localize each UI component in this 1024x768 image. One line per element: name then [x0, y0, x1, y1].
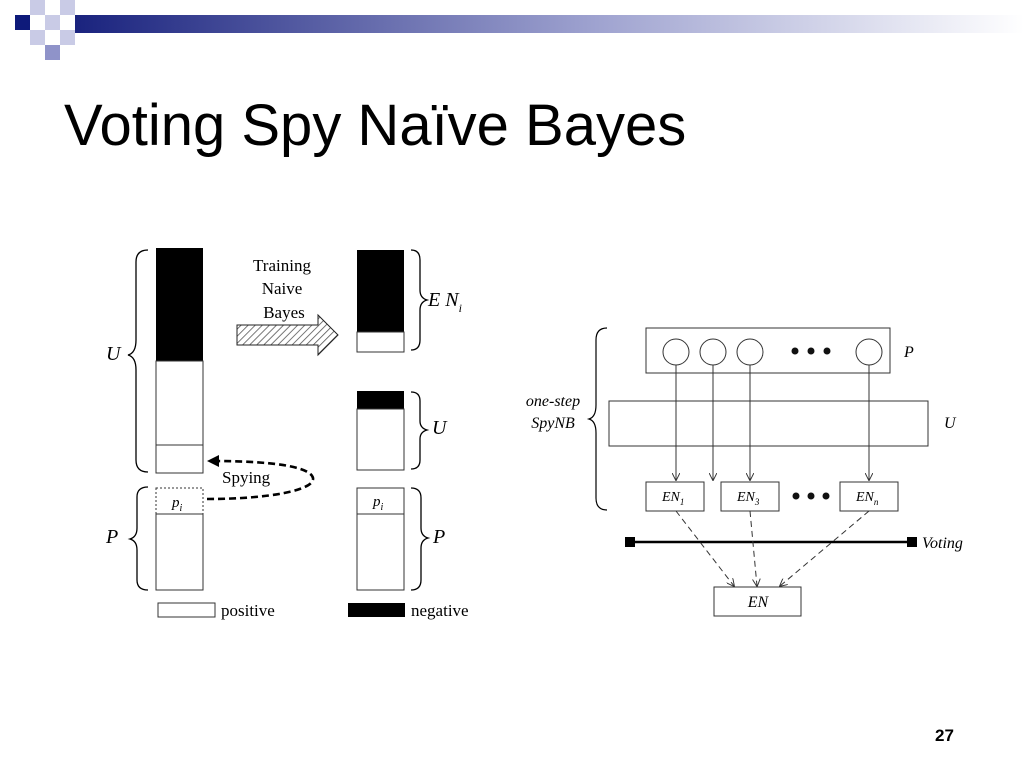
spying-arrowhead [207, 455, 219, 467]
right-diagram: P U one-step SpyNB EN1 EN3 ENn Voting [526, 327, 963, 617]
en-label: E Ni [427, 289, 462, 315]
voting-label: Voting [922, 535, 963, 552]
final-en-box [713, 586, 802, 617]
corner-square-7 [60, 30, 75, 45]
p-sample-circle-3 [736, 338, 764, 366]
left-diagram: U P pi Training Naive Bayes Spying E Ni … [105, 248, 469, 620]
training-arrow [236, 313, 339, 357]
u-spy-slot [155, 444, 204, 474]
u-label-left: U [106, 343, 122, 365]
onestep-label: one-step [526, 393, 580, 410]
enn-label: ENn [855, 490, 879, 507]
p-sample-circle-1 [662, 338, 690, 366]
u-negative-block [156, 248, 203, 361]
corner-decoration [15, 0, 75, 60]
pi-label-left: pi [171, 495, 183, 514]
slide-title: Voting Spy Naïve Bayes [64, 93, 687, 158]
ellipsis-dot-1 [791, 347, 799, 355]
title-gradient-bar [75, 15, 1024, 33]
u-label-right: U [432, 417, 448, 439]
en-brace [410, 249, 430, 351]
corner-square-4 [60, 0, 75, 15]
legend-negative-swatch [348, 603, 405, 617]
voting-bar-end-right [907, 537, 917, 547]
voting-bar-end-left [625, 537, 635, 547]
corner-square-3 [45, 15, 60, 30]
en1-box [645, 481, 705, 512]
dashed-arrow-en3 [749, 510, 757, 586]
u-brace-right [410, 391, 430, 470]
en1-label: EN1 [661, 490, 684, 507]
legend-positive-label: positive [221, 601, 275, 620]
u-set-label: U [944, 415, 957, 432]
en-negative-block [357, 250, 404, 332]
u-right-negative [357, 391, 404, 409]
legend-positive-swatch [157, 602, 216, 618]
final-en-label: EN [747, 594, 770, 611]
p-brace-left [127, 486, 149, 591]
pi-label-right: pi [372, 494, 384, 513]
p-label-right: P [432, 526, 445, 548]
ellipsis-dot-3 [823, 347, 831, 355]
u-right-positive [356, 408, 405, 471]
ellipsis-dot-2 [807, 347, 815, 355]
en-ellipsis-dot-3 [822, 492, 830, 500]
spying-label: Spying [222, 468, 271, 487]
p-block-right [356, 513, 405, 591]
enn-box [839, 481, 899, 512]
corner-square-8 [15, 45, 30, 60]
u-set-box [608, 400, 929, 447]
p-sample-circle-n [855, 338, 883, 366]
corner-square-5 [30, 30, 45, 45]
dashed-arrow-en1 [675, 510, 734, 586]
u-positive-block [155, 360, 204, 446]
p-block-left [155, 513, 204, 591]
p-label-left: P [105, 526, 118, 548]
en-positive-block [356, 331, 405, 353]
bayes-label: Bayes [263, 303, 305, 322]
en3-box [720, 481, 780, 512]
en-ellipsis-dot-2 [807, 492, 815, 500]
p-brace-right [410, 487, 431, 591]
en3-label: EN3 [736, 490, 760, 507]
spynb-label: SpyNB [531, 415, 575, 432]
dashed-arrow-enn [780, 510, 870, 586]
spynb-brace [586, 327, 608, 511]
p-sample-circle-2 [699, 338, 727, 366]
slide-number: 27 [935, 726, 954, 745]
spying-curve [206, 459, 315, 501]
legend-negative-label: negative [411, 601, 469, 620]
corner-square-1 [15, 15, 30, 30]
corner-square-2 [30, 0, 45, 15]
p-set-label: P [903, 344, 914, 361]
training-label: Training [253, 256, 311, 275]
u-brace-left [127, 249, 149, 473]
en-ellipsis-dot-1 [792, 492, 800, 500]
corner-square-6 [45, 45, 60, 60]
naive-label: Naive [262, 279, 303, 298]
